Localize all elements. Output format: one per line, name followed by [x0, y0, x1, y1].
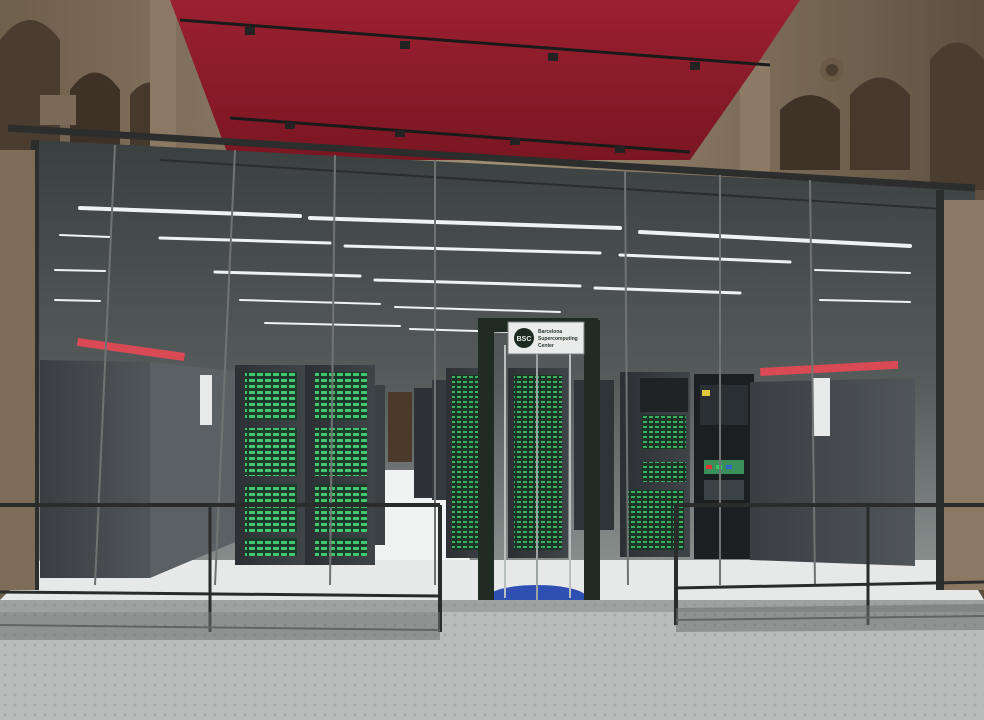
ceiling-spotlights [245, 27, 700, 153]
left-arches [0, 0, 176, 150]
ceiling-rails [179, 18, 771, 154]
sign-line-2: Supercomputing [538, 336, 578, 342]
right-pillar [944, 200, 984, 590]
left-pillar [0, 150, 35, 590]
bsc-sign: BSC Barcelona Supercomputing Center [507, 321, 585, 355]
right-arches [740, 42, 984, 190]
sign-line-3: Center [538, 343, 554, 349]
right-cabinet-row [750, 360, 915, 566]
left-rack-pair [235, 365, 385, 565]
sign-logo-text: BSC [517, 336, 532, 343]
bsc-logo-icon [514, 328, 534, 348]
sign-line-1: Barcelona [538, 329, 562, 335]
red-ceiling [170, 0, 800, 160]
